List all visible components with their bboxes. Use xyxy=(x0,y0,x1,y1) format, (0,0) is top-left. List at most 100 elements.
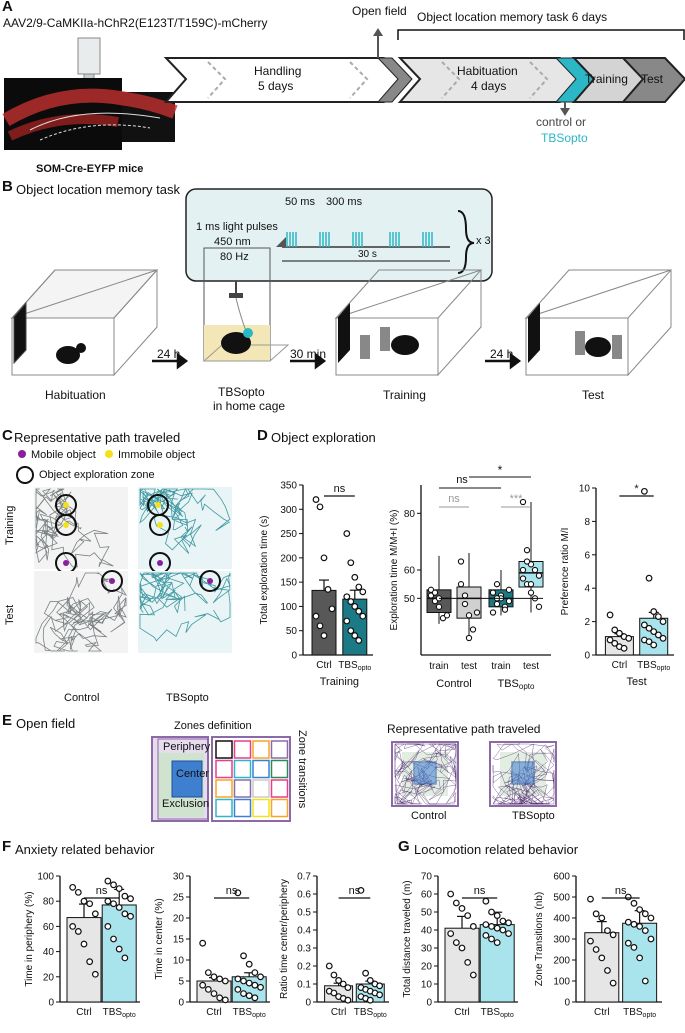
y-tick-label: 80 xyxy=(404,509,416,520)
data-point xyxy=(650,641,658,649)
data-point xyxy=(505,930,512,937)
data-point xyxy=(80,940,88,948)
y-tick-label: 100 xyxy=(37,872,54,883)
data-point xyxy=(645,638,653,646)
data-point xyxy=(469,626,477,633)
data-point xyxy=(115,885,123,893)
y-axis-label: Exploration time M/M+I (%) xyxy=(389,510,400,631)
data-point xyxy=(339,980,347,988)
data-point xyxy=(611,626,619,634)
rep-path-label: Representative path traveled xyxy=(387,722,541,736)
y-tick-label: 0.2 xyxy=(297,962,311,973)
data-point xyxy=(499,917,507,925)
y-tick-label: 15 xyxy=(173,935,185,946)
sig-label: * xyxy=(498,463,503,477)
y-tick-label: 300 xyxy=(280,505,297,516)
data-point xyxy=(630,943,638,951)
panel-d-letter: D xyxy=(257,427,268,444)
data-point xyxy=(647,914,655,922)
habituation-days: 4 days xyxy=(471,79,507,93)
y-axis-label: Time in center (%) xyxy=(154,898,165,979)
construct-label: AAV2/9-CaMKIIa-hChR2(E123T/T159C)-mCherr… xyxy=(3,16,268,30)
data-point xyxy=(469,923,477,930)
data-point xyxy=(355,637,363,644)
data-point xyxy=(240,990,247,998)
data-point xyxy=(489,589,497,596)
data-point xyxy=(104,877,112,885)
col-tbs: TBSopto xyxy=(166,692,209,704)
stim-frequency: 80 Hz xyxy=(220,251,249,263)
data-point xyxy=(531,566,539,574)
data-point xyxy=(447,930,455,937)
x-tick-label: train xyxy=(429,661,448,672)
data-point xyxy=(592,946,600,953)
immobile-object xyxy=(155,502,161,508)
optic-fiber-icon xyxy=(77,37,101,75)
y-tick-label: 0 xyxy=(305,998,311,1009)
data-point xyxy=(344,984,352,991)
data-point xyxy=(659,634,667,642)
y-axis-label: Time in periphery (%) xyxy=(24,891,35,986)
data-point xyxy=(636,906,644,913)
zones-def-label: Zones definition xyxy=(174,720,252,732)
data-point xyxy=(245,960,253,968)
data-point xyxy=(641,977,649,985)
data-point xyxy=(335,976,342,984)
data-point xyxy=(325,962,333,970)
data-point xyxy=(376,982,384,990)
data-point xyxy=(587,937,594,945)
y-tick-label: 0.5 xyxy=(297,908,311,919)
x-tick-label: test xyxy=(523,661,539,672)
zone-transitions-label: Zone transitions xyxy=(296,730,308,809)
data-point xyxy=(640,621,648,629)
data-point xyxy=(527,581,535,588)
y-tick-label: 400 xyxy=(553,914,570,925)
data-point xyxy=(110,935,117,943)
data-point xyxy=(110,900,117,908)
x-tick-label: TBSopto xyxy=(354,1007,387,1019)
data-point xyxy=(257,983,264,991)
data-point xyxy=(251,994,259,1002)
x-tick-label: TBSopto xyxy=(623,1007,656,1019)
data-point xyxy=(204,969,212,976)
path-trace xyxy=(139,488,231,554)
data-point xyxy=(343,593,351,601)
data-point xyxy=(458,905,466,912)
stim-protocol-box xyxy=(185,188,493,282)
data-point xyxy=(606,636,614,644)
y-tick-label: 20 xyxy=(421,962,433,973)
data-point xyxy=(355,607,363,615)
y-tick-label: 200 xyxy=(553,956,570,967)
zone-cell xyxy=(215,740,233,759)
data-point xyxy=(359,612,367,620)
data-point xyxy=(216,975,224,983)
data-point xyxy=(435,603,443,610)
data-point xyxy=(636,954,644,962)
path-trace xyxy=(35,488,114,568)
delay-2: 30 min xyxy=(290,347,327,361)
data-point xyxy=(654,631,662,639)
data-point xyxy=(312,612,320,620)
exploration-zone xyxy=(199,570,221,592)
data-point xyxy=(312,496,320,503)
y-tick-label: 80 xyxy=(43,897,55,908)
data-point xyxy=(527,589,535,596)
data-point xyxy=(523,547,531,554)
sig-label: *** xyxy=(510,493,524,505)
data-point xyxy=(611,639,619,647)
panel-b-diagram xyxy=(10,188,672,377)
x-tick-label: test xyxy=(461,661,477,672)
x-tick-label: train xyxy=(491,661,510,672)
stim-30s: 30 s xyxy=(358,249,377,260)
y-tick-label: 60 xyxy=(404,566,416,577)
data-point xyxy=(604,967,611,974)
data-point xyxy=(535,572,543,579)
y-tick-label: 5 xyxy=(178,977,184,988)
data-point xyxy=(465,634,473,642)
panel-b-title: Object location memory task xyxy=(16,182,181,197)
data-point xyxy=(457,558,465,565)
y-tick-label: 200 xyxy=(280,553,297,564)
data-point xyxy=(461,600,469,608)
